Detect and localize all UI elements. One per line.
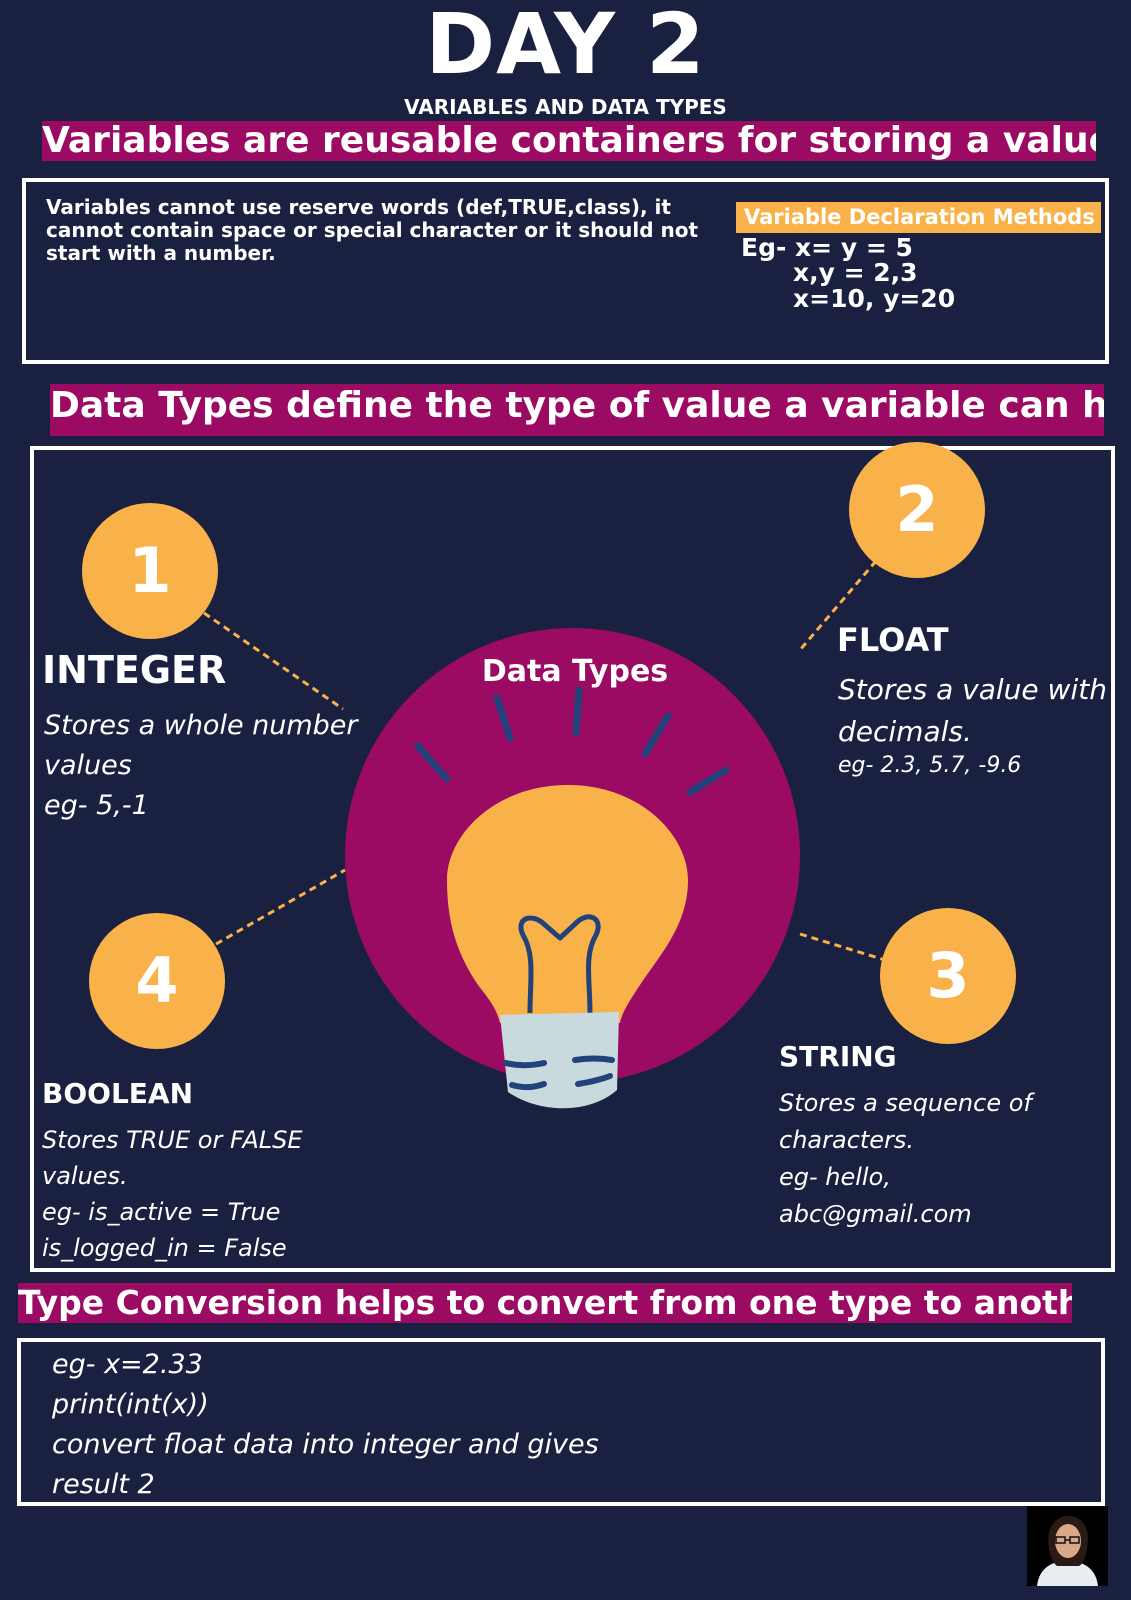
conversion-box <box>17 1338 1105 1506</box>
string-description: Stores a sequence of characters. eg- hel… <box>779 1085 1079 1233</box>
boolean-example-2: is_logged_in = False <box>42 1234 287 1262</box>
number-badge-1: 1 <box>82 503 218 639</box>
conversion-banner: Type Conversion helps to convert from on… <box>18 1283 1072 1323</box>
declaration-line: x,y = 2,3 <box>793 258 918 287</box>
number-badge-3: 3 <box>880 908 1016 1044</box>
page-subtitle: VARIABLES AND DATA TYPES <box>404 95 727 119</box>
boolean-description: Stores TRUE or FALSE values. eg- is_acti… <box>42 1122 372 1266</box>
connector-integer <box>203 611 344 711</box>
boolean-desc-text: Stores TRUE or FALSE values. <box>42 1126 303 1190</box>
connector-boolean <box>215 868 346 946</box>
avatar-portrait <box>1027 1506 1108 1586</box>
float-description: Stores a value with decimals. <box>838 673 1107 748</box>
author-avatar <box>1027 1506 1108 1586</box>
string-example: eg- hello, abc@gmail.com <box>779 1163 972 1228</box>
declaration-line: x=10, y=20 <box>793 284 956 313</box>
conversion-line: result 2 <box>52 1469 155 1500</box>
conversion-line: convert float data into integer and give… <box>52 1429 599 1460</box>
float-title: FLOAT <box>837 621 949 659</box>
integer-title: INTEGER <box>42 648 227 692</box>
string-desc-text: Stores a sequence of characters. <box>779 1089 1032 1154</box>
variable-rules-text: Variables cannot use reserve words (def,… <box>46 195 699 265</box>
variables-box <box>22 178 1109 364</box>
number-badge-2: 2 <box>849 442 985 578</box>
conversion-line: print(int(x)) <box>52 1389 209 1420</box>
number-badge-4: 4 <box>89 913 225 1049</box>
conversion-line: eg- x=2.33 <box>52 1349 203 1380</box>
declaration-methods-label: Variable Declaration Methods <box>736 202 1101 233</box>
integer-example: eg- 5,-1 <box>44 790 149 821</box>
integer-description: Stores a whole number values eg- 5,-1 <box>44 706 364 826</box>
connector-float <box>798 560 878 651</box>
variables-banner: Variables are reusable containers for st… <box>42 121 1096 161</box>
float-example: eg- 2.3, 5.7, -9.6 <box>838 753 1022 778</box>
data-types-box <box>30 446 1115 1272</box>
boolean-title: BOOLEAN <box>42 1077 194 1110</box>
string-title: STRING <box>779 1040 897 1073</box>
center-label: Data Types <box>481 654 669 689</box>
boolean-example: eg- is_active = True <box>42 1198 281 1226</box>
connector-string <box>799 932 886 962</box>
data-types-banner: Data Types define the type of value a va… <box>50 384 1104 436</box>
integer-desc-text: Stores a whole number values <box>44 710 358 781</box>
declaration-line: Eg- x= y = 5 <box>741 233 913 262</box>
page-title: DAY 2 <box>425 0 706 93</box>
